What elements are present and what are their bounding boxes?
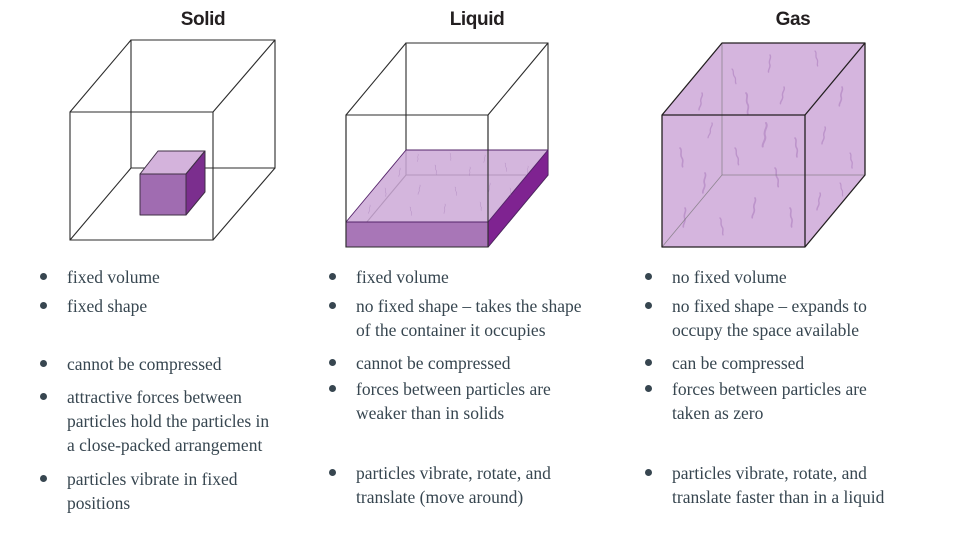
solid-container-wireframe xyxy=(69,39,276,241)
list-item: no fixed shape – expands to occupy the s… xyxy=(643,294,973,342)
gas-title: Gas xyxy=(775,9,811,30)
solid-title: Solid xyxy=(180,9,226,30)
liquid-properties-list: fixed volume no fixed shape – takes the … xyxy=(327,0,629,533)
liquid-container-wireframe xyxy=(345,42,549,248)
list-item: attractive forces between particles hold… xyxy=(38,385,330,457)
list-item: no fixed volume xyxy=(643,265,973,289)
list-item: forces between particles are weaker than… xyxy=(327,377,629,425)
solid-cube-figure xyxy=(60,35,290,255)
list-item: forces between particles are taken as ze… xyxy=(643,377,973,425)
gas-properties-list: no fixed volume no fixed shape – expands… xyxy=(643,0,973,533)
gas-container-filled xyxy=(661,42,866,248)
list-item: fixed volume xyxy=(38,265,330,289)
liquid-cube-figure xyxy=(340,35,555,257)
list-item: no fixed shape – takes the shape of the … xyxy=(327,294,629,342)
solid-block xyxy=(139,150,206,216)
liquid-title: Liquid xyxy=(449,9,505,30)
list-item: fixed shape xyxy=(38,294,330,318)
solid-properties-list: fixed volume fixed shape cannot be compr… xyxy=(38,0,330,533)
list-item: particles vibrate in fixed positions xyxy=(38,467,330,515)
list-item: cannot be compressed xyxy=(327,351,629,375)
liquid-layer xyxy=(345,149,549,248)
list-item: particles vibrate, rotate, and translate… xyxy=(327,461,629,509)
list-item: fixed volume xyxy=(327,265,629,289)
list-item: can be compressed xyxy=(643,351,973,375)
gas-cube-figure xyxy=(650,35,870,255)
list-item: cannot be compressed xyxy=(38,352,330,376)
list-item: particles vibrate, rotate, and translate… xyxy=(643,461,973,509)
